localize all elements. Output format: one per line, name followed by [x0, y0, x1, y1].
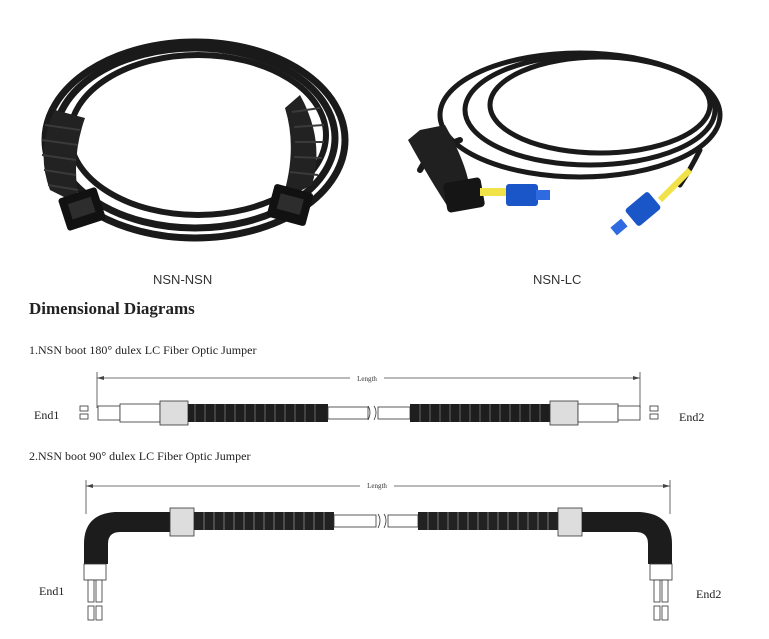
lc-connector-left	[480, 184, 550, 206]
diagram2-end-left: End1	[39, 584, 65, 598]
diagram1-length-label: Length	[357, 375, 377, 383]
nsn-lc-photo	[408, 50, 723, 236]
product-caption-nsn-lc: NSN-LC	[533, 272, 582, 287]
nsn-boot-photo2	[408, 125, 485, 213]
diagram1-drawing: Length	[79, 372, 659, 426]
nsn-nsn-photo	[41, 38, 349, 242]
nsn-boot-right	[266, 95, 325, 226]
diagram1-label: 1.NSN boot 180° dulex LC Fiber Optic Jum…	[29, 343, 257, 357]
diagram2-label: 2.NSN boot 90° dulex LC Fiber Optic Jump…	[29, 449, 251, 463]
diagram2-length-label: Length	[367, 482, 387, 490]
diagram1-end-left: End1	[34, 408, 60, 422]
product-caption-nsn-nsn: NSN-NSN	[153, 272, 213, 287]
diagram2-drawing: Length	[83, 480, 673, 621]
diagrams-title: Dimensional Diagrams	[29, 299, 195, 318]
nsn-boot-left	[41, 110, 106, 231]
diagram1-end-right: End2	[679, 410, 705, 424]
diagram2-end-right: End2	[696, 587, 722, 601]
lc-connector-right	[610, 167, 693, 236]
